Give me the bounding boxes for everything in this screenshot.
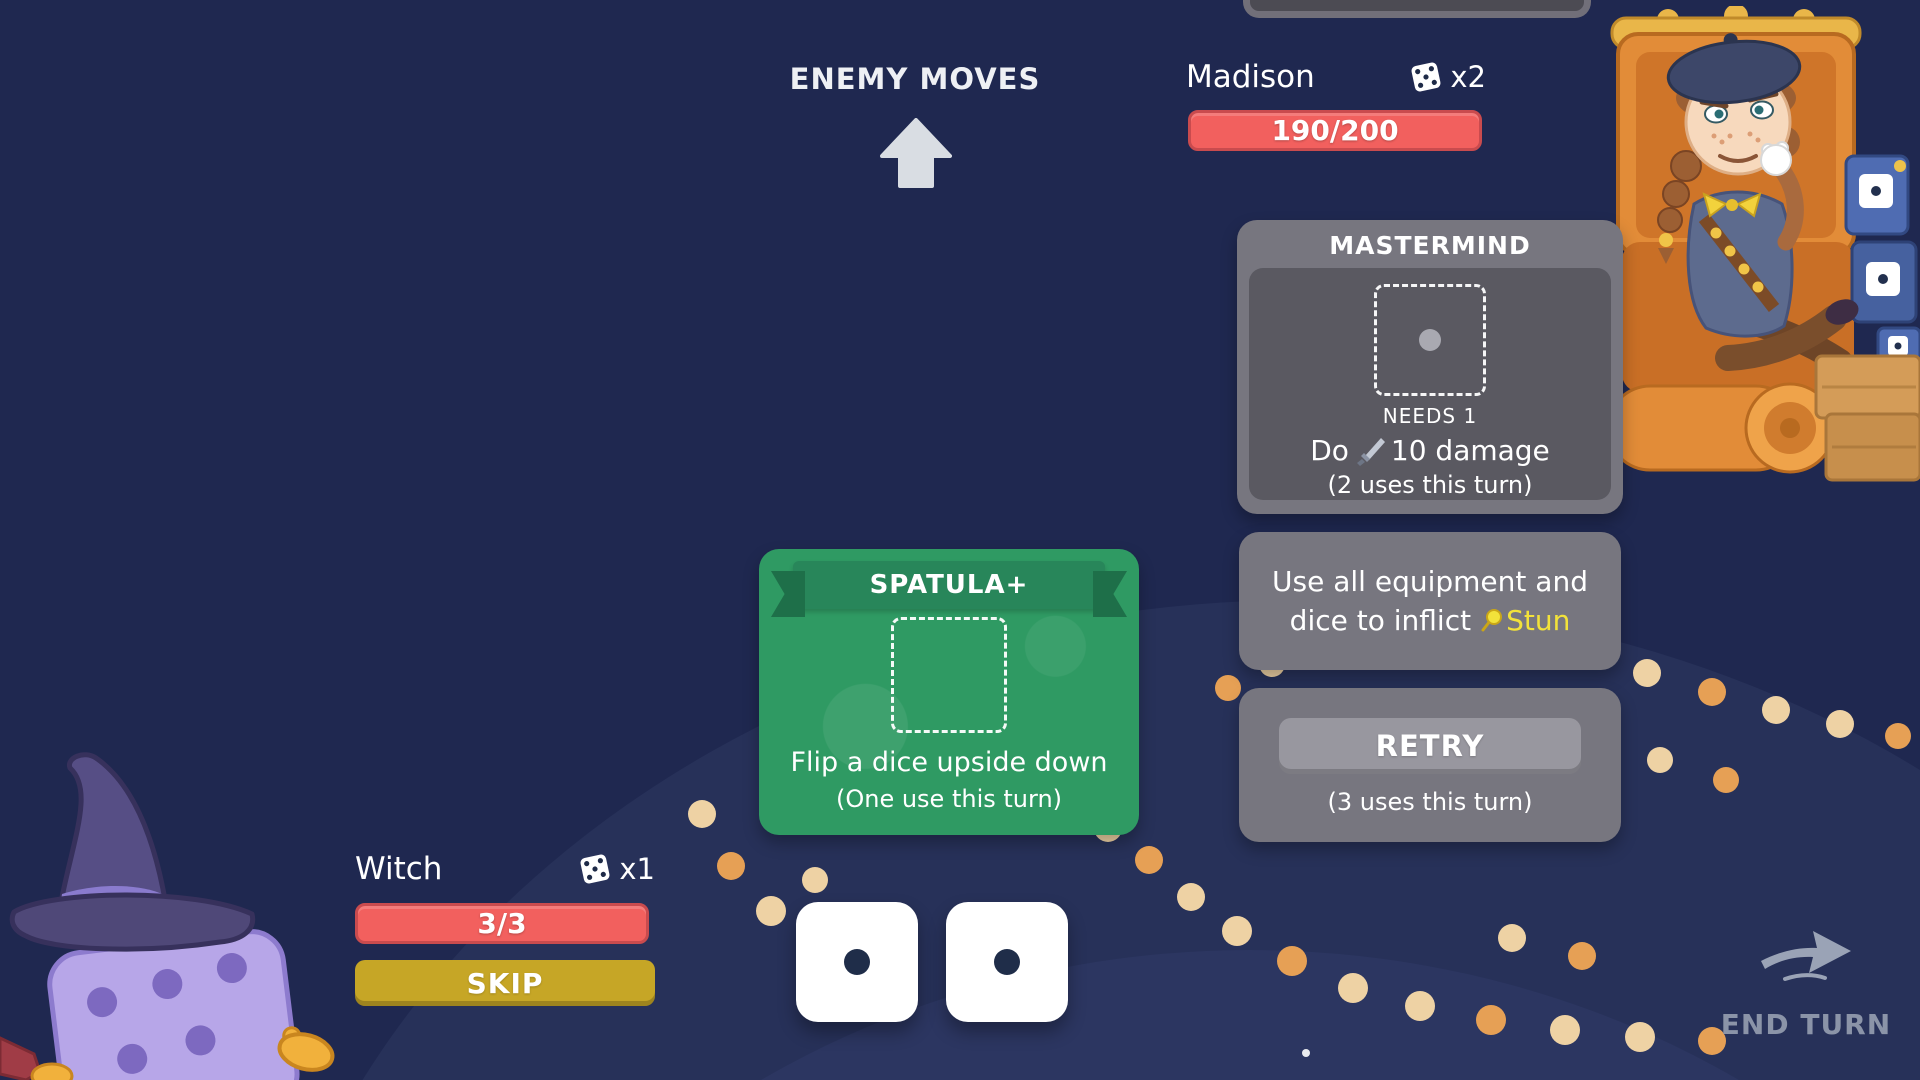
enemy-hp-value: 190/200 <box>1271 114 1399 147</box>
spatula-description: Flip a dice upside down <box>790 747 1108 778</box>
witch-hand <box>277 1026 335 1072</box>
player-dice-count: x1 <box>576 850 655 888</box>
die-pip <box>844 949 870 975</box>
enemy-hp-bar: 190/200 <box>1188 110 1482 151</box>
throne-armrest <box>1606 382 1836 474</box>
stun-line1: Use all equipment and <box>1272 565 1588 598</box>
enemy-moves-arrow-icon <box>880 118 952 188</box>
retry-card: RETRY (3 uses this turn) <box>1239 688 1621 842</box>
enemy-name: Madison <box>1186 59 1315 95</box>
stun-pin-icon <box>1481 608 1503 631</box>
mastermind-card: MASTERMIND NEEDS 1 Do 10 damage (2 uses … <box>1237 220 1623 514</box>
enemy-dice-count-label: x2 <box>1450 60 1486 94</box>
sword-icon <box>1356 437 1385 466</box>
mastermind-inner-panel: NEEDS 1 Do 10 damage (2 uses this turn) <box>1249 268 1611 500</box>
retry-uses: (3 uses this turn) <box>1327 788 1533 816</box>
stun-word: Stun <box>1506 604 1571 637</box>
mastermind-title: MASTERMIND <box>1329 231 1531 260</box>
mastermind-effect: Do 10 damage <box>1310 434 1550 467</box>
retry-button[interactable]: RETRY <box>1279 718 1581 774</box>
die-icon <box>580 854 610 884</box>
rolled-die-2[interactable] <box>946 902 1068 1022</box>
effect-prefix: Do <box>1310 434 1349 467</box>
witch-hat <box>9 752 256 952</box>
witch-character <box>0 752 335 1080</box>
mastermind-die-slot[interactable] <box>1374 284 1486 396</box>
mastermind-needs: NEEDS 1 <box>1382 404 1478 428</box>
mastermind-uses: (2 uses this turn) <box>1327 471 1533 499</box>
player-name: Witch <box>355 851 443 887</box>
witch-second-hand <box>30 1062 74 1080</box>
stun-line2: dice to inflict Stun <box>1290 601 1571 640</box>
end-turn-button[interactable]: END TURN <box>1720 1008 1892 1041</box>
rolled-die-1[interactable] <box>796 902 918 1022</box>
spatula-title: SPATULA+ <box>869 570 1029 600</box>
player-dice-count-label: x1 <box>619 852 655 886</box>
skip-button[interactable]: SKIP <box>355 960 655 1006</box>
spatula-die-slot[interactable] <box>891 617 1007 733</box>
spatula-uses: (One use this turn) <box>835 785 1063 813</box>
end-turn-arrow-icon[interactable] <box>1755 903 1855 988</box>
card-boxes <box>1844 154 1918 324</box>
witch-body-die <box>47 929 300 1080</box>
madison-character <box>1606 6 1920 482</box>
die-icon <box>1411 62 1441 92</box>
offscreen-card-edge <box>1243 0 1591 18</box>
crates <box>1814 326 1920 482</box>
stun-line2-prefix: dice to inflict <box>1289 604 1472 637</box>
enemy-status-row: Madison x2 <box>1186 58 1486 96</box>
die-pip <box>994 949 1020 975</box>
stage-lights <box>688 651 1911 1057</box>
stun-info-card: Use all equipment and dice to inflict St… <box>1239 532 1621 670</box>
player-status-row: Witch x1 <box>355 850 655 888</box>
spatula-title-ribbon: SPATULA+ <box>793 561 1105 609</box>
die-slot-pip <box>1419 329 1441 351</box>
stun-status: Stun <box>1479 601 1570 640</box>
enemy-moves-label: ENEMY MOVES <box>789 62 1041 96</box>
player-hp-value: 3/3 <box>477 907 527 940</box>
effect-suffix: 10 damage <box>1390 434 1550 467</box>
enemy-dice-count: x2 <box>1407 58 1486 96</box>
spatula-card[interactable]: SPATULA+ Flip a dice upside down (One us… <box>759 549 1139 835</box>
player-hp-bar: 3/3 <box>355 903 649 944</box>
